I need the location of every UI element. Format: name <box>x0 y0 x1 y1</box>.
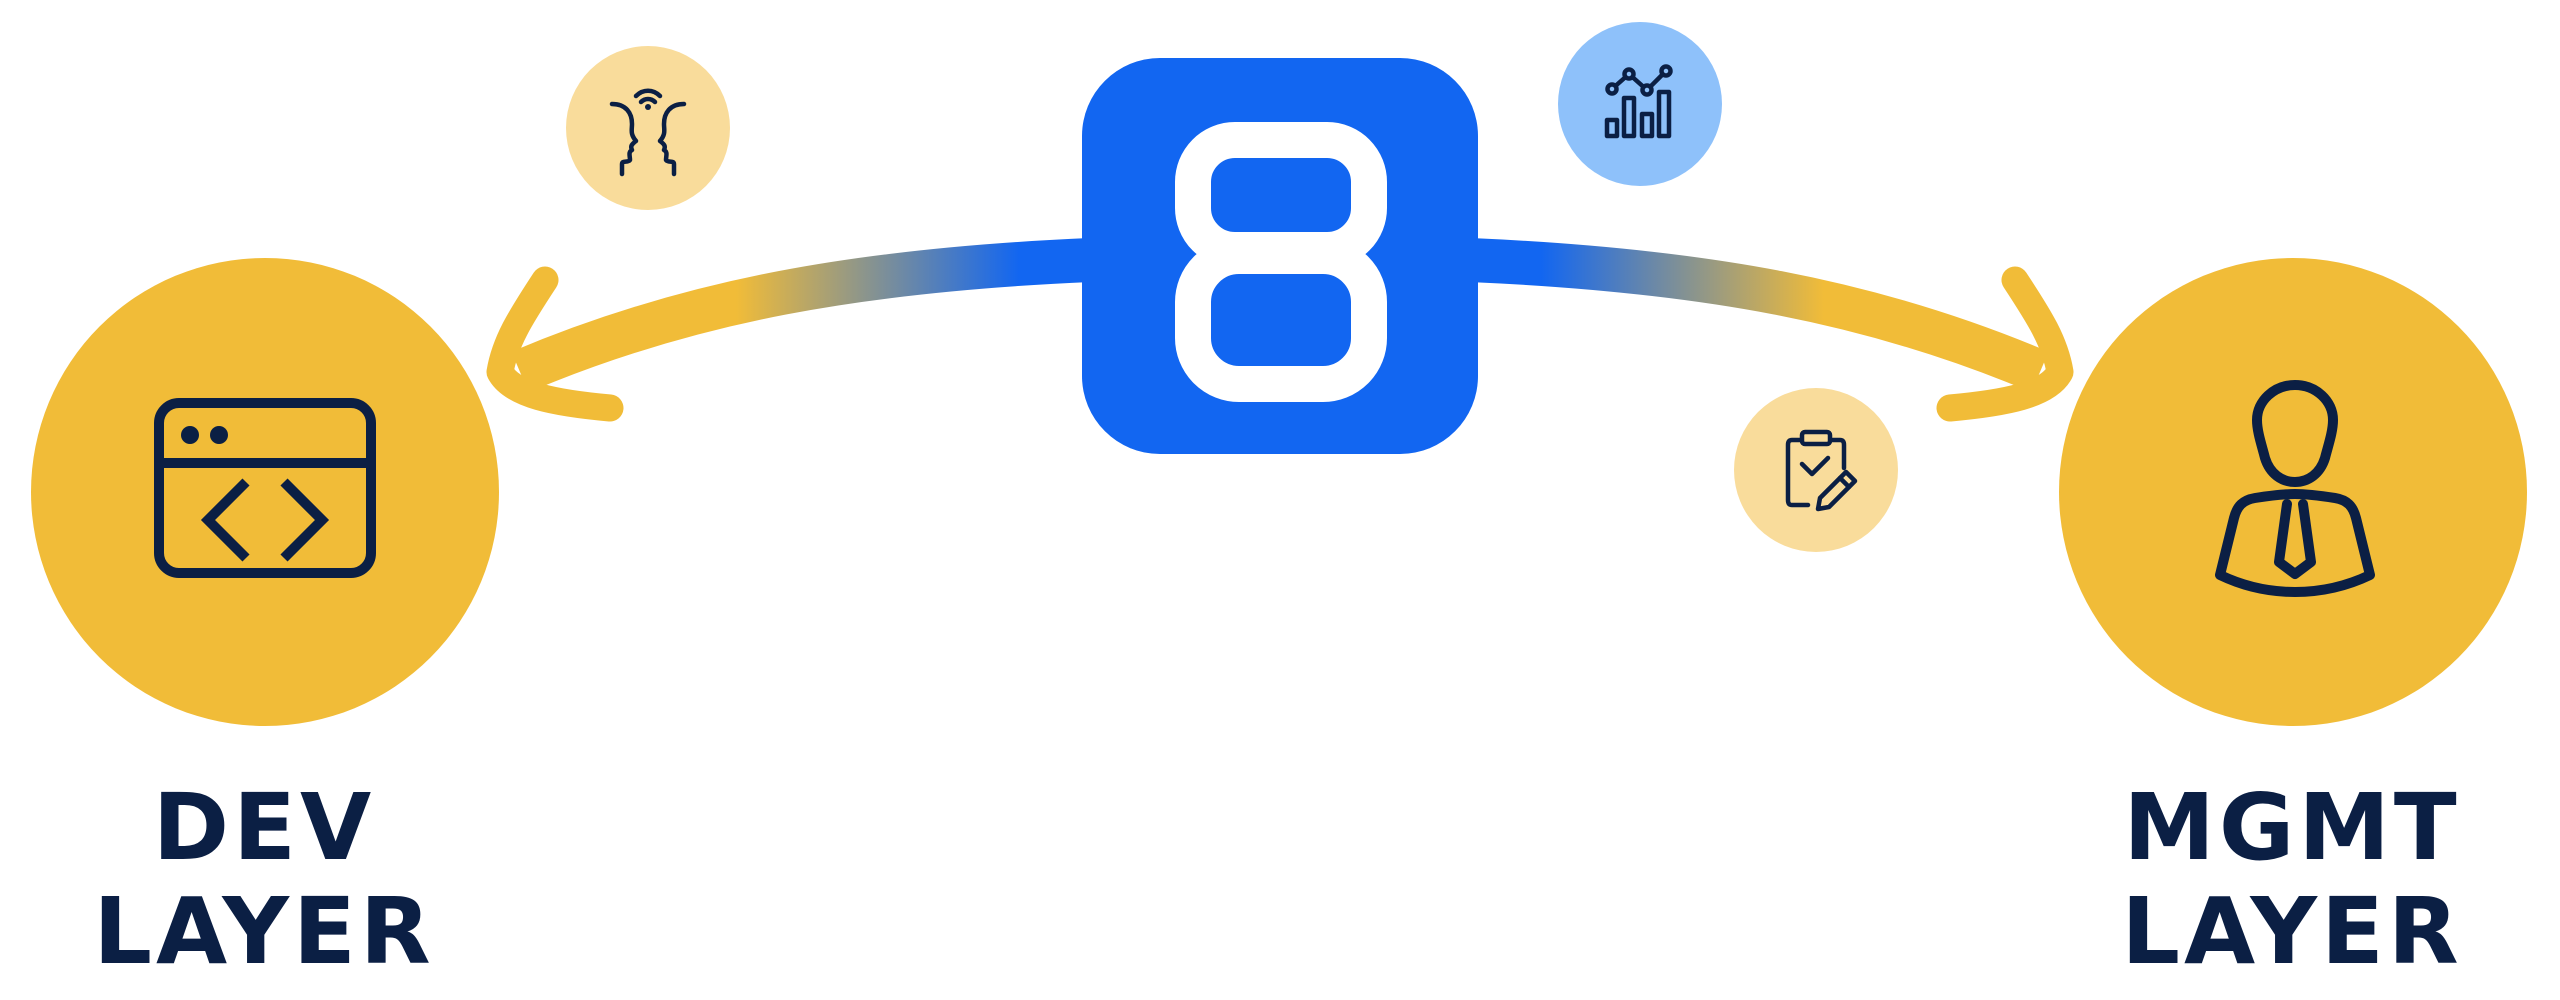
window-dots-icon <box>181 426 228 444</box>
connector-line-right <box>1469 238 2049 393</box>
connector-arrow-left <box>486 238 1091 422</box>
arrowhead-left <box>486 266 624 422</box>
analytics-chart-icon <box>1604 64 1673 139</box>
approval-badge <box>1734 388 1898 552</box>
business-person-icon <box>2215 380 2375 597</box>
arrowhead-right <box>1936 266 2074 422</box>
two-faces-wifi-icon <box>609 88 687 177</box>
connector-arrow-right <box>1469 238 2074 422</box>
dev-layer-line1: DEV <box>152 774 376 881</box>
connector-line-left <box>511 238 1091 393</box>
brand-logo-8-icon <box>1175 122 1387 402</box>
clipboard-check-icon <box>1785 429 1858 512</box>
dev-layer-label: DEV LAYER <box>64 776 464 984</box>
brand-logo <box>1082 58 1478 454</box>
analytics-badge <box>1558 22 1722 186</box>
mgmt-layer-label: MGMT LAYER <box>2092 776 2492 984</box>
mgmt-layer-node <box>2059 258 2527 726</box>
mgmt-layer-line1: MGMT <box>2123 774 2461 881</box>
mgmt-layer-line2: LAYER <box>2121 878 2463 985</box>
collaboration-badge <box>566 46 730 210</box>
dev-layer-line2: LAYER <box>93 878 435 985</box>
code-window-icon <box>154 398 376 578</box>
dev-layer-node <box>31 258 499 726</box>
dev-layer-circle <box>31 258 499 726</box>
wifi-dot <box>645 104 651 110</box>
